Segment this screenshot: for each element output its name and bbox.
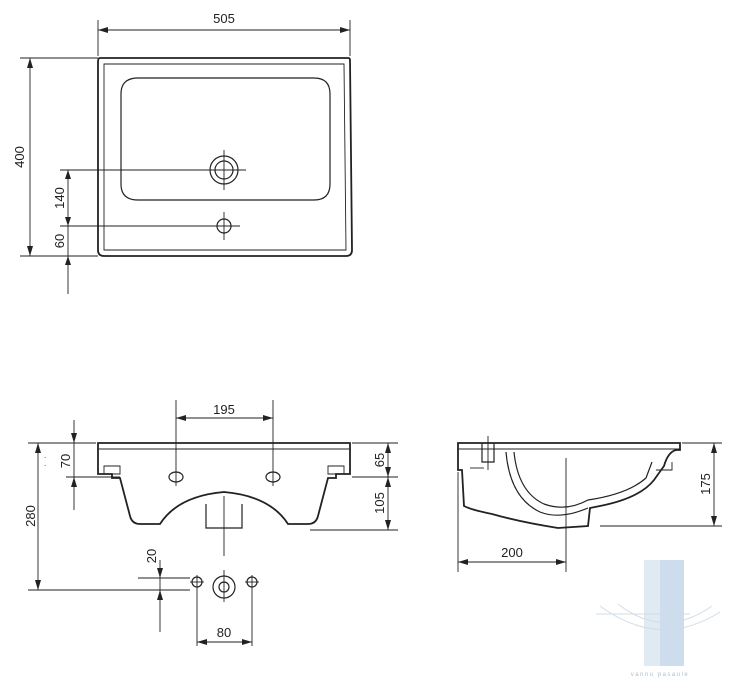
bracket-spacing-label: 80: [217, 625, 231, 640]
drain-offset-label: 140: [52, 187, 67, 209]
top-offset-label: 70: [58, 454, 73, 468]
hole-spacing-label: 195: [213, 402, 235, 417]
svg-text:.: .: [44, 451, 46, 460]
top-view: 505 400 140 60: [12, 11, 353, 294]
body-label: 105: [372, 492, 387, 514]
rim-label: 65: [372, 453, 387, 467]
depth-label: 200: [501, 545, 523, 560]
overall-height-label: 280: [23, 505, 38, 527]
svg-text:.: .: [44, 459, 46, 468]
top-view-outline: [97, 57, 353, 257]
side-view-outline: [457, 442, 681, 529]
side-view: 200 175: [457, 436, 722, 572]
watermark-logo: vannu pasaule: [596, 560, 721, 678]
front-view: 195 280 70 . . 65 105: [23, 400, 398, 646]
tap-offset-label: 60: [52, 234, 67, 248]
top-view-bowl: [120, 77, 331, 201]
side-height-label: 175: [698, 473, 713, 495]
small-offset-label: 20: [144, 549, 159, 563]
width-label: 505: [213, 11, 235, 26]
front-view-outline: [97, 442, 351, 525]
height-label: 400: [12, 146, 27, 168]
watermark-text: vannu pasaule: [631, 672, 690, 678]
